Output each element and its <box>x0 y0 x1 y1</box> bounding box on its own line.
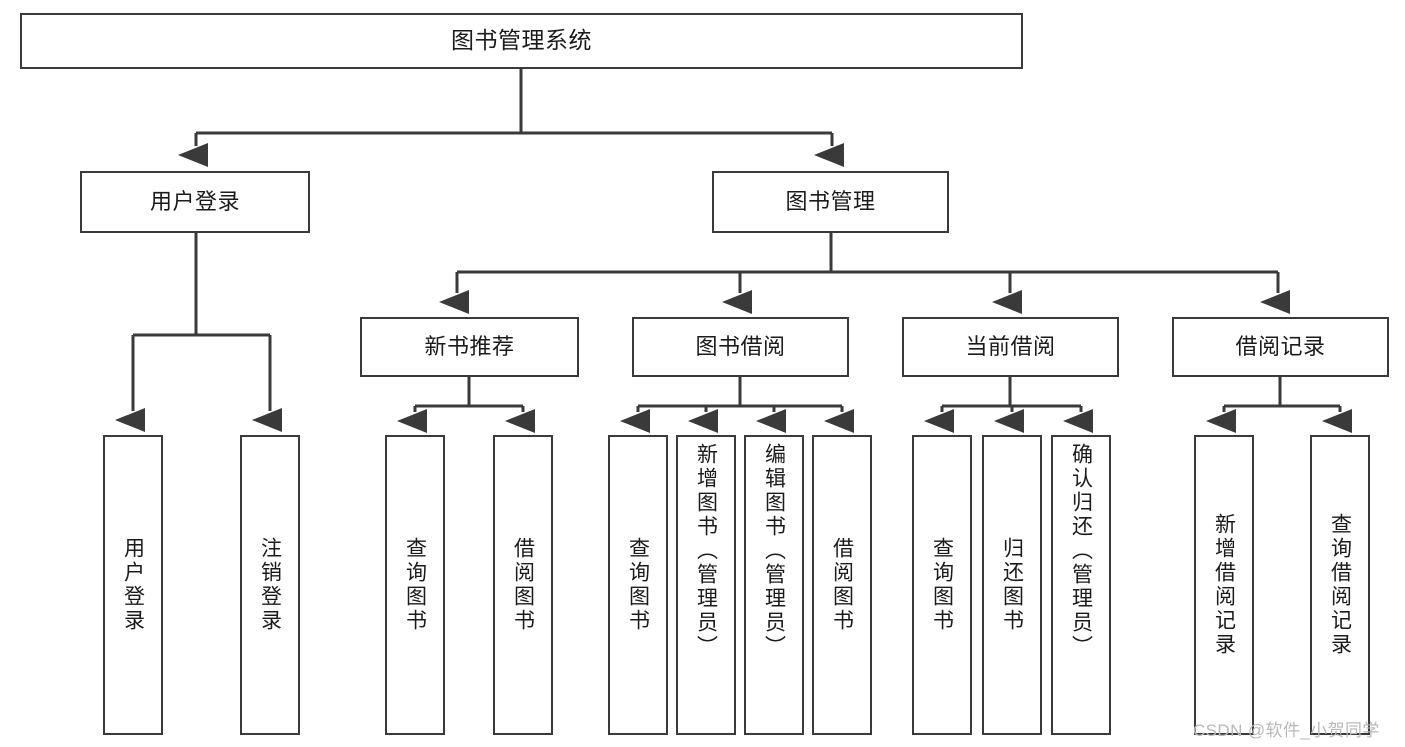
node-borrow-record-label: 借阅记录 <box>1235 333 1326 359</box>
leaf-borrow-book-2-label: 借阅图书 <box>830 537 854 633</box>
node-user-login-label: 用户登录 <box>149 188 240 214</box>
leaf-add-book[interactable]: 新增图书（管理员） <box>676 435 736 735</box>
leaf-query-book-3-label: 查询图书 <box>930 537 954 633</box>
leaf-user-logout-label: 注销登录 <box>258 537 282 633</box>
leaf-edit-book-label: 编辑图书（管理员） <box>762 443 786 659</box>
leaf-confirm-return-label: 确认归还（管理员） <box>1069 443 1093 659</box>
leaf-query-book-2[interactable]: 查询图书 <box>608 435 668 735</box>
leaf-edit-book[interactable]: 编辑图书（管理员） <box>744 435 804 735</box>
leaf-return-book[interactable]: 归还图书 <box>982 435 1042 735</box>
leaf-user-login[interactable]: 用户登录 <box>103 435 163 735</box>
leaf-query-book-1[interactable]: 查询图书 <box>385 435 445 735</box>
node-user-login[interactable]: 用户登录 <box>80 171 310 233</box>
leaf-query-book-3[interactable]: 查询图书 <box>912 435 972 735</box>
leaf-add-book-label: 新增图书（管理员） <box>694 443 718 659</box>
node-book-manage-label: 图书管理 <box>785 188 876 214</box>
leaf-confirm-return[interactable]: 确认归还（管理员） <box>1051 435 1111 735</box>
csdn-watermark: CSDN @软件_小贺同学 <box>1193 721 1380 740</box>
node-current-borrow[interactable]: 当前借阅 <box>902 317 1119 377</box>
leaf-return-book-label: 归还图书 <box>1000 537 1024 633</box>
node-new-book-recommend-label: 新书推荐 <box>424 333 515 359</box>
node-root[interactable]: 图书管理系统 <box>20 13 1023 69</box>
leaf-add-record-label: 新增借阅记录 <box>1212 513 1236 657</box>
node-book-borrow[interactable]: 图书借阅 <box>632 317 849 377</box>
node-borrow-record[interactable]: 借阅记录 <box>1172 317 1389 377</box>
node-book-borrow-label: 图书借阅 <box>695 333 786 359</box>
leaf-borrow-book-1[interactable]: 借阅图书 <box>493 435 553 735</box>
node-new-book-recommend[interactable]: 新书推荐 <box>360 317 579 377</box>
node-root-label: 图书管理系统 <box>451 27 592 54</box>
node-current-borrow-label: 当前借阅 <box>965 333 1056 359</box>
node-book-manage[interactable]: 图书管理 <box>712 171 949 233</box>
leaf-borrow-book-1-label: 借阅图书 <box>511 537 535 633</box>
leaf-query-book-2-label: 查询图书 <box>626 537 650 633</box>
leaf-query-book-1-label: 查询图书 <box>403 537 427 633</box>
leaf-borrow-book-2[interactable]: 借阅图书 <box>812 435 872 735</box>
leaf-user-login-label: 用户登录 <box>121 537 145 633</box>
leaf-add-record[interactable]: 新增借阅记录 <box>1194 435 1254 735</box>
leaf-query-record-label: 查询借阅记录 <box>1328 513 1352 657</box>
leaf-query-record[interactable]: 查询借阅记录 <box>1310 435 1370 735</box>
leaf-user-logout[interactable]: 注销登录 <box>240 435 300 735</box>
